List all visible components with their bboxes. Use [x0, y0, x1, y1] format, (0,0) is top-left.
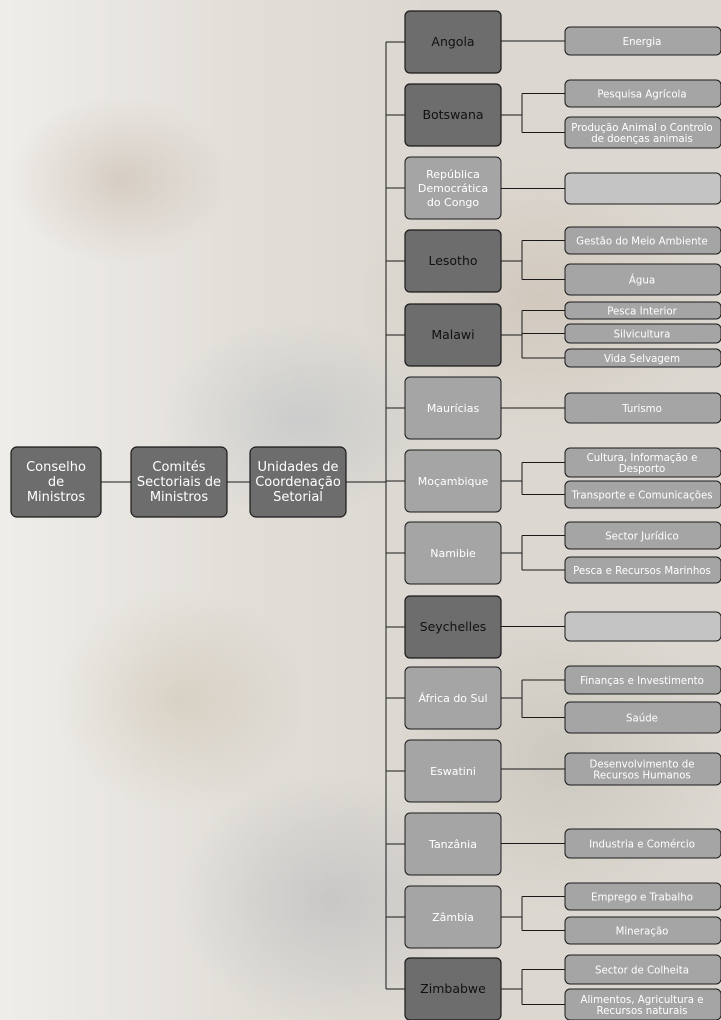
country-zambia-box: Zâmbia	[404, 885, 502, 949]
sector-zambia-1-label: Mineração	[616, 927, 669, 938]
country-botswana-box: Botswana	[404, 83, 502, 147]
country-zambia-label: Zâmbia	[432, 911, 474, 924]
sector-lesotho-1-box: Água	[564, 263, 721, 296]
country-seychelles-label: Seychelles	[420, 619, 487, 634]
sector-zimbabwe-1-label: Alimentos, Agricultura e	[580, 995, 703, 1006]
sector-zambia-1-box: Mineração	[564, 916, 721, 945]
sector-zambia-0-box: Emprego e Trabalho	[564, 882, 721, 911]
sector-botswana-0-box: Pesquisa Agrícola	[564, 79, 721, 108]
sector-botswana-0-label: Pesquisa Agrícola	[597, 89, 686, 101]
sector-namibie-0-box: Sector Jurídico	[564, 521, 721, 550]
country-zimbabwe-label: Zimbabwe	[420, 981, 486, 996]
country-angola-box: Angola	[404, 10, 502, 74]
sector-angola-0-label: Energia	[623, 37, 662, 48]
sector-malawi-2-box: Vida Selvagem	[564, 348, 721, 368]
sector-africa-do-sul-1-box: Saúde	[564, 701, 721, 734]
sector-rdc-0-box	[564, 172, 721, 205]
country-tanzania-label: Tanzânia	[428, 838, 477, 851]
sector-mauricias-0-label: Turismo	[621, 404, 662, 415]
country-namibie-box: Namibie	[404, 521, 502, 585]
sector-eswatini-0-label: Recursos Humanos	[593, 771, 691, 782]
sector-lesotho-0-label: Gestão do Meio Ambiente	[576, 237, 708, 248]
country-malawi-box: Malawi	[404, 303, 502, 367]
country-seychelles-box: Seychelles	[404, 595, 502, 659]
sector-malawi-0-label: Pesca Interior	[607, 307, 677, 318]
level-comites-label: Sectoriais de	[137, 475, 221, 490]
level-comites-label: Comités	[152, 460, 205, 475]
country-mauricias-box: Maurícias	[404, 376, 502, 440]
sector-mocambique-0-label: Cultura, Informação e	[587, 453, 698, 464]
country-eswatini-label: Eswatini	[430, 765, 476, 778]
sector-mocambique-0-label: Desporto	[619, 464, 666, 475]
sector-mocambique-1-label: Transporte e Comunicações	[570, 491, 712, 502]
sector-seychelles-0-box	[564, 611, 721, 642]
sector-tanzania-0-label: Industria e Comércio	[589, 839, 695, 851]
country-zimbabwe-box: Zimbabwe	[404, 957, 502, 1020]
sector-zimbabwe-0-box: Sector de Colheita	[564, 954, 721, 985]
sector-zimbabwe-0-label: Sector de Colheita	[595, 966, 689, 977]
sector-zimbabwe-1-label: Recursos naturais	[597, 1006, 688, 1017]
sector-namibie-1-box: Pesca e Recursos Marinhos	[564, 556, 721, 584]
sector-angola-0-box: Energia	[564, 26, 721, 56]
level-conselho-label: de	[48, 475, 64, 490]
sector-botswana-1-label: de doenças animais	[591, 134, 693, 145]
sector-lesotho-0-box: Gestão do Meio Ambiente	[564, 226, 721, 255]
country-rdc-label: República	[426, 168, 480, 181]
country-rdc-label: do Congo	[427, 196, 480, 209]
sector-botswana-1-label: Produção Animal o Controlo	[571, 123, 712, 134]
level-comites-label: Ministros	[150, 490, 209, 505]
country-lesotho-box: Lesotho	[404, 229, 502, 293]
country-malawi-label: Malawi	[431, 327, 474, 342]
sector-namibie-0-label: Sector Jurídico	[605, 531, 679, 543]
level-conselho-label: Conselho	[26, 460, 86, 475]
sector-malawi-1-label: Silvicultura	[614, 330, 671, 341]
sector-malawi-2-label: Vida Selvagem	[604, 354, 680, 365]
sector-africa-do-sul-1-label: Saúde	[626, 713, 658, 725]
sector-africa-do-sul-0-label: Finanças e Investimento	[580, 676, 704, 687]
sector-eswatini-0-label: Desenvolvimento de	[590, 760, 695, 771]
level-unidades-label: Unidades de	[258, 460, 339, 475]
sector-zambia-0-label: Emprego e Trabalho	[591, 893, 693, 904]
level-conselho-label: Ministros	[27, 490, 86, 505]
sector-malawi-0-box: Pesca Interior	[564, 301, 721, 320]
country-mocambique-label: Moçambique	[418, 475, 489, 488]
country-lesotho-label: Lesotho	[428, 253, 477, 268]
level-unidades-label: Setorial	[273, 490, 323, 505]
country-eswatini-box: Eswatini	[404, 739, 502, 803]
sector-tanzania-0-box: Industria e Comércio	[564, 828, 721, 859]
sector-africa-do-sul-0-box: Finanças e Investimento	[564, 665, 721, 695]
sector-malawi-1-box: Silvicultura	[564, 323, 721, 344]
country-mocambique-box: Moçambique	[404, 449, 502, 513]
country-africa-do-sul-box: África do Sul	[404, 666, 502, 730]
sector-mauricias-0-box: Turismo	[564, 392, 721, 424]
sector-namibie-1-label: Pesca e Recursos Marinhos	[573, 566, 711, 577]
country-africa-do-sul-label: África do Sul	[418, 692, 487, 705]
country-tanzania-box: Tanzânia	[404, 812, 502, 876]
country-rdc-label: Democrática	[418, 182, 488, 195]
country-mauricias-label: Maurícias	[427, 402, 480, 415]
country-botswana-label: Botswana	[422, 107, 483, 122]
level-unidades-label: Coordenação	[255, 475, 341, 490]
sector-lesotho-1-label: Água	[629, 274, 655, 287]
sector-mocambique-1-box: Transporte e Comunicações	[564, 480, 721, 509]
country-angola-label: Angola	[431, 34, 474, 49]
country-namibie-label: Namibie	[430, 547, 476, 560]
